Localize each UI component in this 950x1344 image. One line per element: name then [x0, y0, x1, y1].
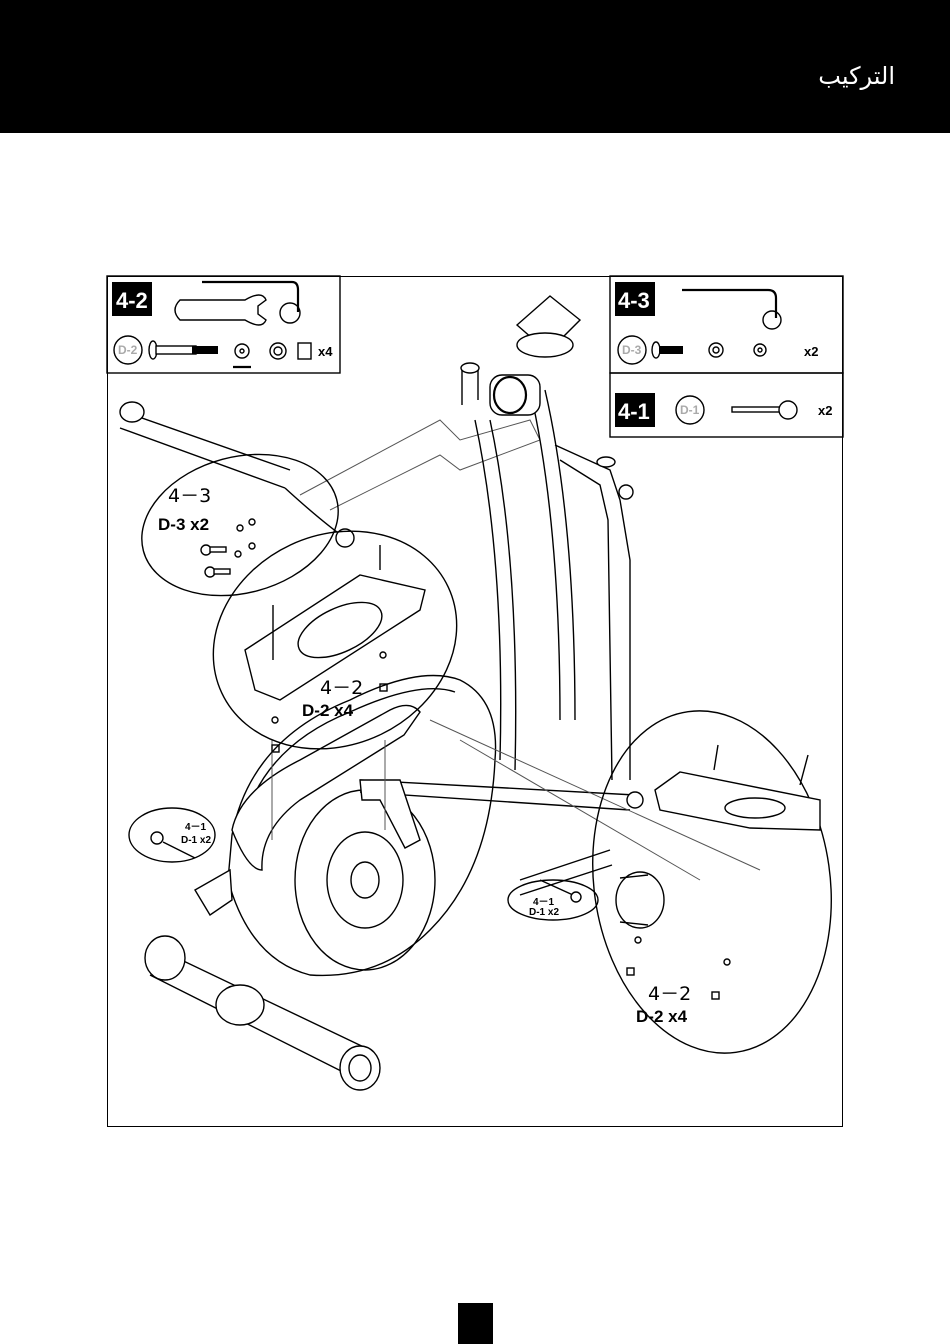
qty-4-3: x2 [804, 344, 818, 359]
callout-4-3-step: 4－3 [168, 485, 211, 507]
bolt-icon [652, 342, 683, 358]
wrench-icon [175, 295, 266, 325]
spring-washer-icon [270, 343, 286, 359]
part-label-d1: D-1 [680, 403, 700, 417]
callout-4-3-part: D-3 x2 [158, 515, 209, 534]
spring-washer-icon [709, 343, 723, 357]
callout-4-2-lower-step: 4－2 [648, 983, 691, 1005]
callout-4-3: 4－3 D-3 x2 [126, 433, 354, 616]
step-tag-4-3-text: 4-3 [618, 288, 650, 313]
callout-4-1-left-step: 4－1 [185, 822, 207, 833]
hardware-panel-4-3: 4-3 D-3 x2 [610, 276, 843, 373]
part-label-d3: D-3 [622, 343, 642, 357]
hardware-panel-4-2: 4-2 D-2 x4 [107, 276, 340, 373]
bolt-icon [149, 341, 218, 359]
page-number-tab [458, 1303, 493, 1344]
callout-4-2-upper-step: 4－2 [320, 677, 363, 699]
callout-4-2-lower: 4－2 D-2 x4 [571, 695, 853, 1068]
hardware-panel-4-1: 4-1 D-1 x2 [610, 373, 843, 437]
washer-icon [754, 344, 766, 356]
step-tag-4-2-text: 4-2 [116, 288, 148, 313]
bolt-icon [201, 519, 255, 577]
qty-4-1: x2 [818, 403, 832, 418]
washer-icon [235, 344, 249, 358]
callout-4-2-lower-part: D-2 x4 [636, 1007, 688, 1026]
callout-4-1-center-part: D-1 x2 [529, 907, 559, 918]
nut-icon [298, 343, 311, 359]
callout-4-1-center: 4－1 D-1 x2 [508, 880, 598, 920]
step-tag-4-1-text: 4-1 [618, 399, 650, 424]
pin-icon [732, 401, 797, 419]
allen-key-icon [682, 290, 776, 318]
callout-4-1-left-part: D-1 x2 [181, 835, 211, 846]
part-label-d2: D-2 [118, 343, 138, 357]
qty-4-2: x4 [318, 344, 333, 359]
callout-4-2-upper-part: D-2 x4 [302, 701, 354, 720]
elliptical-machine-drawing [120, 296, 760, 1090]
callout-4-1-left: 4－1 D-1 x2 [129, 808, 215, 862]
